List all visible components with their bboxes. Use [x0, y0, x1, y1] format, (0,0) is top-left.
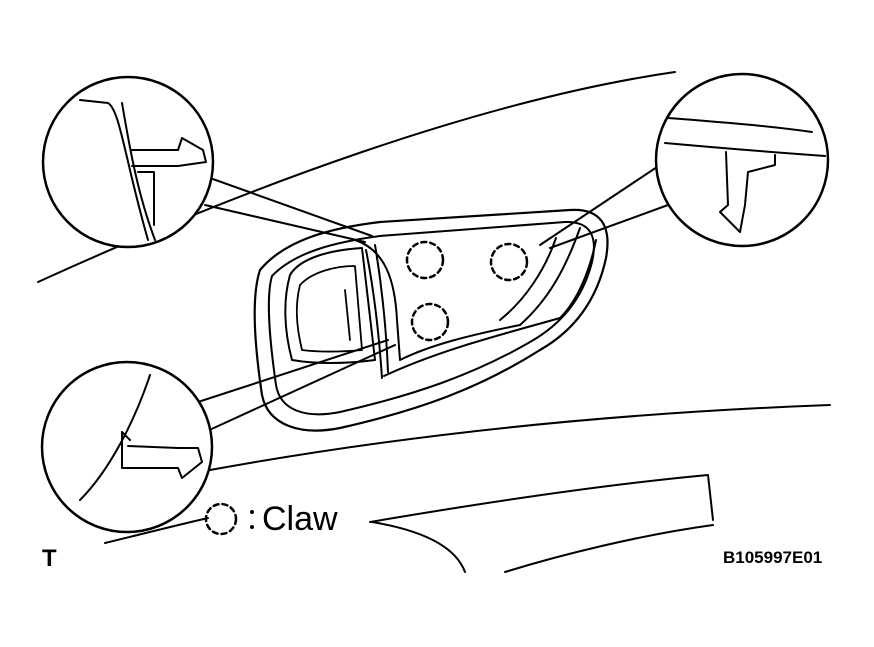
detail-bottom-left-claw	[121, 431, 203, 479]
detail-circle-bottom-left	[40, 360, 214, 534]
callout-leader-top-left	[204, 177, 373, 243]
claw-marker-upper-right	[489, 242, 529, 282]
detail-top-left-claw	[131, 137, 207, 167]
door-panel-lower-line	[209, 404, 831, 471]
detail-top-left-claw-base	[137, 171, 155, 226]
legend-label: Claw	[262, 500, 338, 538]
handle-bezel-inner	[267, 220, 595, 416]
figure-code: B105997E01	[723, 548, 823, 567]
handle-pocket-line	[344, 289, 351, 341]
handle-lever-outline	[354, 227, 581, 361]
door-armrest-curve	[371, 521, 466, 573]
handle-pocket-inner	[295, 265, 363, 353]
detail-top-left-panel-2	[121, 102, 156, 241]
handle-lever-edge	[365, 249, 383, 379]
legend-claw-symbol	[204, 502, 238, 536]
detail-top-left-panel	[79, 99, 149, 241]
callout-leader-bottom-left	[197, 339, 396, 433]
detail-top-right-panel-2	[664, 142, 826, 157]
detail-bottom-left-panel	[79, 374, 151, 501]
detail-bottom-left-claw-tip	[121, 431, 131, 441]
handle-lever-bottom	[383, 239, 597, 377]
claw-marker-upper-left	[405, 240, 445, 280]
claw-marker-lower	[410, 302, 450, 342]
legend-colon-dot-1	[250, 510, 254, 514]
handle-lever-edge-2	[374, 244, 389, 373]
door-bottom-line	[504, 524, 714, 573]
detail-circle-top-right	[654, 72, 830, 248]
handle-bezel-outer	[253, 208, 609, 432]
corner-mark: T	[42, 545, 57, 572]
door-armrest-line	[369, 474, 714, 523]
door-left-lower-line	[104, 517, 209, 544]
legend-colon-dot-2	[250, 525, 254, 529]
callout-leader-top-right	[539, 164, 669, 249]
detail-top-right-panel	[667, 117, 813, 133]
detail-top-right-claw	[719, 151, 776, 233]
handle-pocket	[284, 247, 376, 364]
